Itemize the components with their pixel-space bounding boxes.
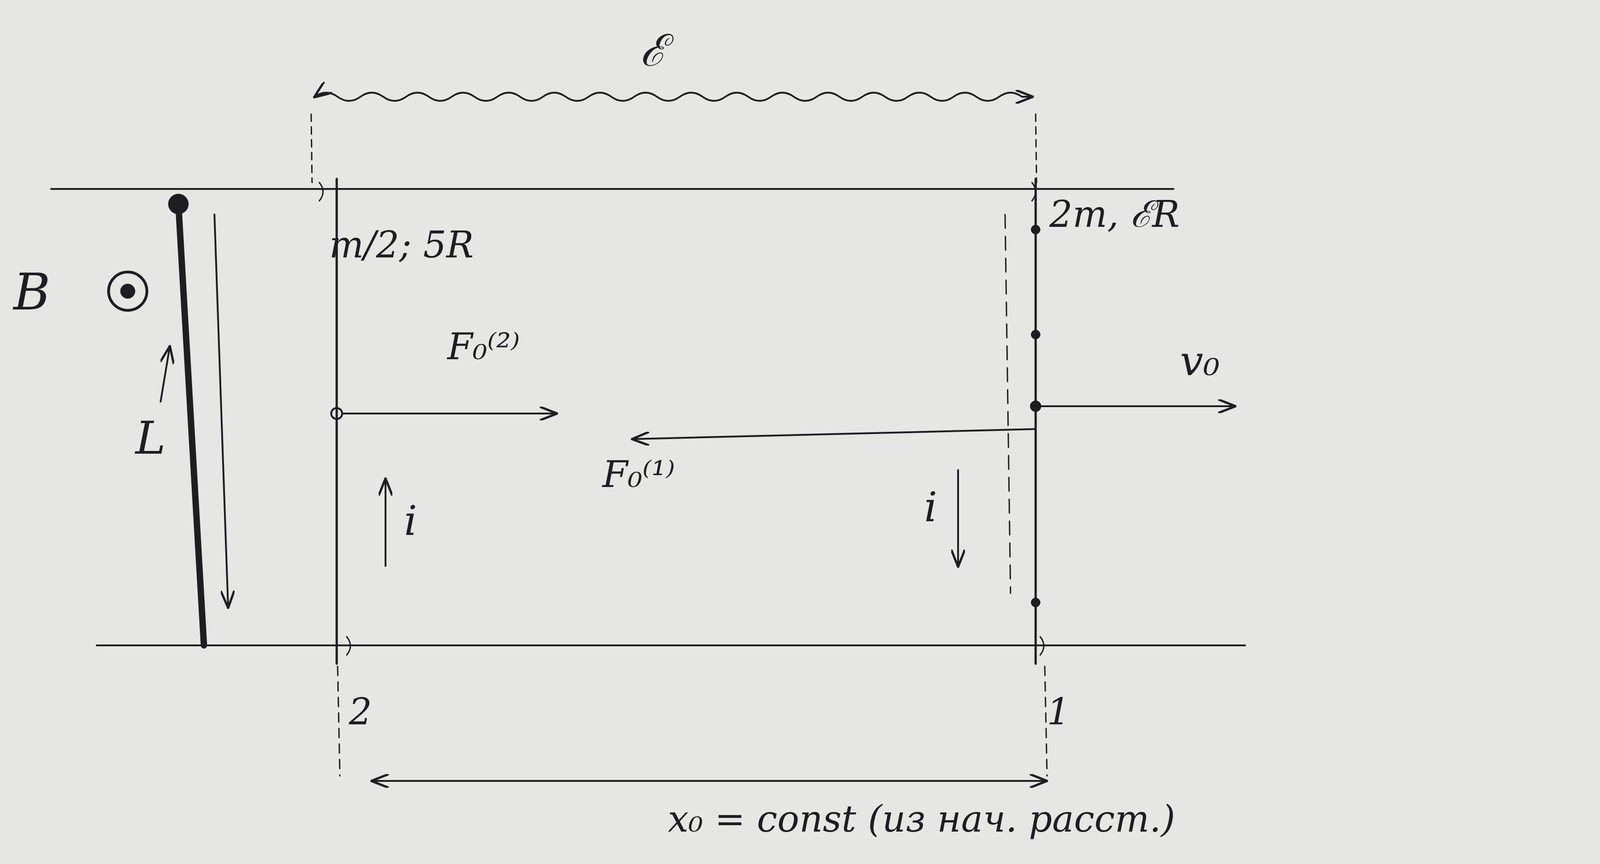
rod-1 xyxy=(1034,178,1038,664)
field-label: B xyxy=(13,264,51,320)
thick-rod xyxy=(178,203,204,646)
center-mark xyxy=(331,407,343,419)
field-symbol xyxy=(108,271,147,311)
contact-mark xyxy=(319,182,324,201)
contact-mark xyxy=(1031,182,1036,201)
force-label: F₀⁽¹⁾ xyxy=(602,454,676,495)
rod-number: 2 xyxy=(349,691,373,732)
velocity-arrow xyxy=(1035,405,1235,407)
l-small-arrow xyxy=(160,346,170,402)
rod-dot xyxy=(168,193,189,214)
rod-params: m/2; 5R xyxy=(328,224,474,266)
force-label: F₀⁽²⁾ xyxy=(447,326,521,367)
wavy-arrow xyxy=(314,92,1032,101)
field-dot xyxy=(120,283,136,299)
contact-mark xyxy=(346,636,351,655)
dimension-tick xyxy=(1044,666,1048,776)
l-arrow xyxy=(214,214,229,607)
rod-dot xyxy=(1031,224,1041,235)
length-label: L xyxy=(135,412,166,464)
rod-dot xyxy=(1031,329,1041,339)
rod-dot xyxy=(1031,597,1041,607)
dimension-tick xyxy=(1035,114,1037,183)
emf-label: ℰ xyxy=(640,26,667,76)
rod-number: 1 xyxy=(1047,691,1071,732)
current-label: i xyxy=(404,497,418,543)
bottom-rail xyxy=(96,644,1246,647)
current-label: i xyxy=(924,484,938,530)
velocity-label: v₀ xyxy=(1180,338,1220,384)
top-rail xyxy=(51,187,1174,190)
current-arrow-1 xyxy=(957,469,959,566)
dimension-tick xyxy=(311,114,313,183)
dashed-position xyxy=(1005,214,1011,594)
rod-params: 2m, ℰR xyxy=(1049,194,1180,235)
current-arrow-2 xyxy=(384,479,387,566)
dimension-label: x₀ = const (из нач. расст.) xyxy=(667,798,1176,840)
force-arrow-2 xyxy=(342,412,557,415)
contact-mark xyxy=(1040,636,1044,655)
dimension-tick xyxy=(337,666,340,776)
force-arrow-1 xyxy=(632,428,1036,439)
dimension-arrow xyxy=(372,779,1047,782)
